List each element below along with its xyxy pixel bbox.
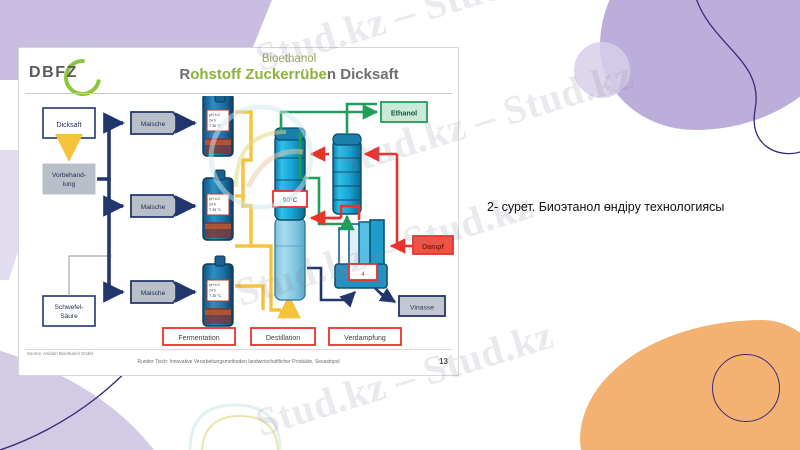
svg-text:Destillation: Destillation xyxy=(266,335,300,342)
svg-text:4: 4 xyxy=(361,271,365,278)
slide-title-part1: R xyxy=(179,66,191,83)
slide-title-part3: n Dicksaft xyxy=(326,66,399,83)
process-label-destillation: Destillation xyxy=(250,327,316,346)
dbfz-logo: DBFZ xyxy=(25,51,109,104)
svg-text:pH 4.0: pH 4.0 xyxy=(209,113,220,117)
circle-top-right xyxy=(574,42,630,98)
svg-text:Vinasse: Vinasse xyxy=(410,305,434,312)
input-dicksaft: Dicksaft xyxy=(42,107,96,139)
source-note: Source: Anklam Bioethanol GmbH xyxy=(27,351,94,356)
svg-text:Maische: Maische xyxy=(141,204,166,211)
output-dampf: Dampf xyxy=(412,235,454,255)
fermenter-vessel: pH 4.0 24 h T 35 °C xyxy=(202,96,234,157)
slide-page-number: 13 xyxy=(439,357,448,366)
flower-outline-bottom-icon xyxy=(188,403,282,450)
fermenter-vessel: pH 4.0 24 h T 35 °C xyxy=(202,255,234,327)
curve-top-right-icon xyxy=(696,0,800,155)
temperature-tag: 90°C xyxy=(272,190,308,208)
svg-text:T 35 °C: T 35 °C xyxy=(209,124,222,128)
source-divider xyxy=(25,349,452,350)
evaporator-unit: 4 xyxy=(334,219,388,289)
logo-text: DBFZ xyxy=(29,64,79,81)
slide-title: Rohstoff Zuckerrüben Dicksaft xyxy=(139,66,439,84)
svg-text:pH 4.0: pH 4.0 xyxy=(209,197,220,201)
svg-text:24 h: 24 h xyxy=(209,119,216,123)
svg-text:24 h: 24 h xyxy=(209,203,216,207)
svg-text:24 h: 24 h xyxy=(209,289,216,293)
svg-text:T 35 °C: T 35 °C xyxy=(209,294,222,298)
slide-header: DBFZ Bioethanol Rohstoff Zuckerrüben Dic… xyxy=(19,48,458,104)
svg-text:pH 4.0: pH 4.0 xyxy=(209,283,220,287)
output-ethanol: Ethanol xyxy=(380,101,428,123)
svg-text:Säure: Säure xyxy=(60,313,78,320)
svg-text:lung: lung xyxy=(63,181,76,188)
blob-top-right xyxy=(600,0,800,130)
slide-subtitle: Bioethanol xyxy=(261,53,317,65)
input-schwefelsaure: Schwefel- Säure xyxy=(42,295,96,327)
svg-text:T 35 °C: T 35 °C xyxy=(209,208,222,212)
svg-text:Vorbehand-: Vorbehand- xyxy=(52,172,86,179)
svg-text:Dampf: Dampf xyxy=(422,244,444,251)
svg-text:90°C: 90°C xyxy=(283,196,298,204)
svg-text:Dicksaft: Dicksaft xyxy=(57,122,82,129)
svg-text:Ethanol: Ethanol xyxy=(391,109,417,118)
process-flow-diagram: Dicksaft Vorbehand- lung Schwefel- Säure… xyxy=(19,96,458,348)
header-divider xyxy=(25,93,452,94)
maische-tag: Maische xyxy=(130,111,183,135)
svg-text:Verdampfung: Verdampfung xyxy=(344,335,386,342)
process-label-verdampfung: Verdampfung xyxy=(328,327,402,346)
slide-panel: DBFZ Bioethanol Rohstoff Zuckerrüben Dic… xyxy=(18,47,459,376)
slide-footer: Runder Tisch: Innovative Verarbeitungsme… xyxy=(137,359,340,365)
svg-text:Schwefel-: Schwefel- xyxy=(55,304,84,311)
output-vinasse: Vinasse xyxy=(398,295,446,317)
svg-text:Maische: Maische xyxy=(141,290,166,297)
input-vorbehandlung: Vorbehand- lung xyxy=(42,163,96,195)
maische-tag: Maische xyxy=(130,280,183,304)
ring-bottom-right xyxy=(712,354,780,422)
slide-title-part2: ohstoff Zuckerrübe xyxy=(190,66,327,83)
svg-text:Fermentation: Fermentation xyxy=(178,335,219,342)
slide-title-block: Bioethanol Rohstoff Zuckerrüben Dicksaft xyxy=(139,53,439,84)
fermenter-vessel: pH 4.0 24 h T 35 °C xyxy=(202,169,234,241)
process-label-fermentation: Fermentation xyxy=(162,327,236,346)
figure-caption: 2- сурет. Биоэтанол өндіру технологиясы xyxy=(487,200,725,214)
maische-tag: Maische xyxy=(130,194,183,218)
rectification-column xyxy=(332,133,362,215)
svg-text:Maische: Maische xyxy=(141,121,166,128)
